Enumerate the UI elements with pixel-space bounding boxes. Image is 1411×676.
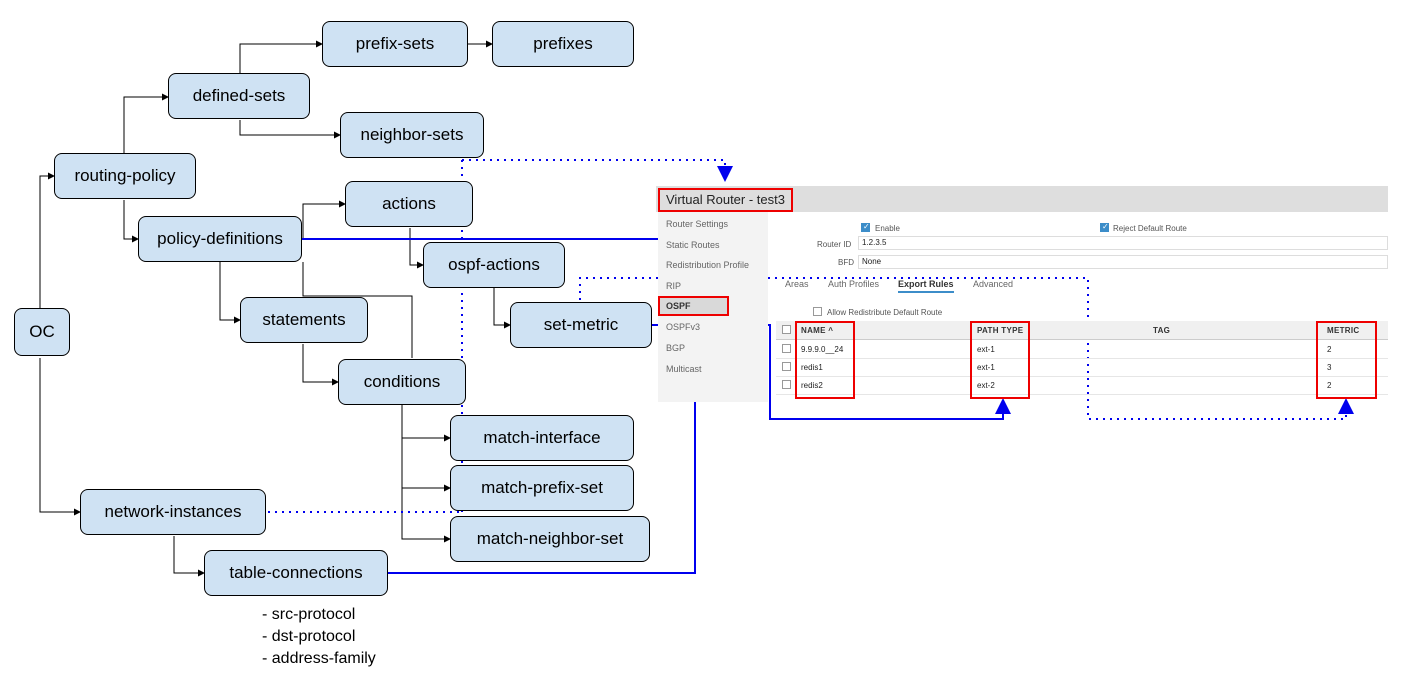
node-oc: OC	[14, 308, 70, 356]
node-prefix-sets: prefix-sets	[322, 21, 468, 67]
allow-redistribute-label: Allow Redistribute Default Route	[827, 308, 943, 317]
node-routing-policy: routing-policy	[54, 153, 196, 199]
node-set-metric: set-metric	[510, 302, 652, 348]
nav-ospfv3[interactable]: OSPFv3	[666, 322, 701, 332]
row-name[interactable]: 9.9.9.0__24	[801, 345, 844, 354]
note-src-protocol: - src-protocol	[262, 606, 356, 623]
node-match-neighbor-set: match-neighbor-set	[450, 516, 650, 562]
node-prefixes: prefixes	[492, 21, 634, 67]
node-neighbor-sets: neighbor-sets	[340, 112, 484, 158]
tab-areas[interactable]: Areas	[785, 279, 809, 289]
row-path-type: ext-1	[977, 363, 995, 372]
reject-default-checkbox[interactable]	[1100, 222, 1109, 232]
nav-multicast[interactable]: Multicast	[666, 364, 702, 374]
node-match-interface: match-interface	[450, 415, 634, 461]
reject-default-label: Reject Default Route	[1113, 224, 1187, 233]
nav-ospf[interactable]: OSPF	[658, 296, 729, 316]
row-divider	[776, 358, 1388, 359]
tab-advanced[interactable]: Advanced	[973, 279, 1014, 289]
row-divider	[776, 394, 1388, 395]
node-ospf-actions: ospf-actions	[423, 242, 565, 288]
col-path-type[interactable]: PATH TYPE	[977, 326, 1024, 335]
node-statements: statements	[240, 297, 368, 343]
node-network-instances: network-instances	[80, 489, 266, 535]
note-dst-protocol: - dst-protocol	[262, 628, 356, 645]
dotted-mapping-lines	[268, 159, 1354, 513]
tab-export-rules[interactable]: Export Rules	[898, 279, 954, 293]
row-checkbox[interactable]	[782, 380, 791, 389]
node-policy-definitions: policy-definitions	[138, 216, 302, 262]
dialog-title-bar	[656, 186, 1388, 212]
row-name[interactable]: redis2	[801, 381, 823, 390]
nav-bgp[interactable]: BGP	[666, 343, 686, 353]
router-id-label: Router ID	[817, 240, 852, 249]
nav-static-routes[interactable]: Static Routes	[666, 240, 720, 250]
row-checkbox[interactable]	[782, 362, 791, 371]
select-all-checkbox[interactable]	[782, 325, 791, 334]
allow-redistribute-checkbox[interactable]	[813, 307, 822, 316]
node-conditions: conditions	[338, 359, 466, 405]
table-connections-notes: - src-protocol - dst-protocol - address-…	[262, 604, 376, 670]
col-tag[interactable]: TAG	[1153, 326, 1171, 335]
node-match-prefix-set: match-prefix-set	[450, 465, 634, 511]
dialog-title: Virtual Router - test3	[658, 188, 793, 212]
nav-router-settings[interactable]: Router Settings	[666, 219, 729, 229]
highlight-path-type-column	[970, 321, 1030, 399]
highlight-name-column	[795, 321, 855, 399]
table-header	[776, 321, 1388, 340]
row-name[interactable]: redis1	[801, 363, 823, 372]
col-name[interactable]: NAME ^	[801, 326, 834, 335]
note-address-family: - address-family	[262, 650, 376, 667]
router-id-input[interactable]: 1.2.3.5	[858, 236, 1388, 250]
bfd-select[interactable]: None	[858, 255, 1388, 269]
col-metric[interactable]: METRIC	[1327, 326, 1360, 335]
row-checkbox[interactable]	[782, 344, 791, 353]
row-path-type: ext-2	[977, 381, 995, 390]
nav-redistribution-profile[interactable]: Redistribution Profile	[666, 260, 750, 270]
tree-connectors	[39, 40, 511, 577]
row-path-type: ext-1	[977, 345, 995, 354]
row-metric: 2	[1327, 381, 1332, 390]
row-metric: 2	[1327, 345, 1332, 354]
tab-auth-profiles[interactable]: Auth Profiles	[828, 279, 880, 289]
node-defined-sets: defined-sets	[168, 73, 310, 119]
node-table-connections: table-connections	[204, 550, 388, 596]
row-divider	[776, 376, 1388, 377]
row-metric: 3	[1327, 363, 1332, 372]
enable-label: Enable	[875, 224, 900, 233]
node-actions: actions	[345, 181, 473, 227]
bfd-label: BFD	[838, 258, 854, 267]
enable-checkbox[interactable]	[861, 222, 870, 232]
highlight-metric-column	[1316, 321, 1377, 399]
nav-rip[interactable]: RIP	[666, 281, 682, 291]
